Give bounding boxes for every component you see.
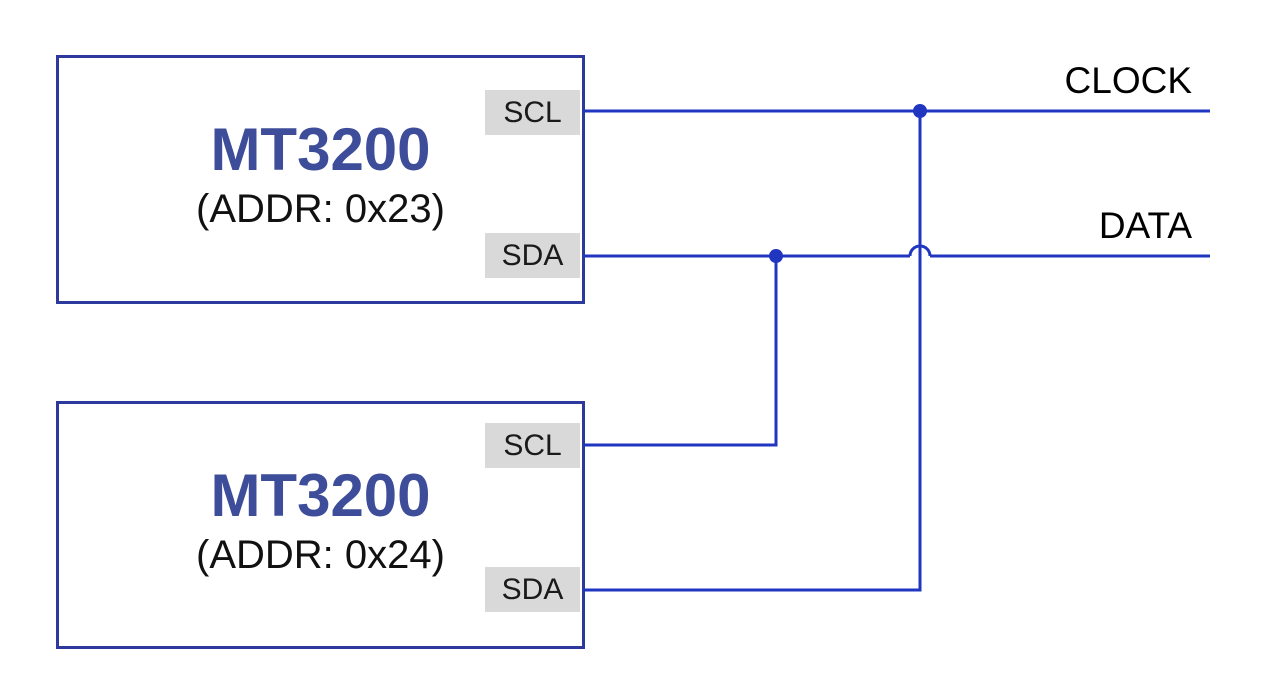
wire-crossover-hop	[908, 244, 932, 257]
device-1-name: MT3200	[210, 116, 431, 183]
data-bus-label: DATA	[1098, 205, 1192, 246]
device-2-text-block: MT3200 (ADDR: 0x24)	[196, 464, 445, 577]
junction-dot-clock	[913, 104, 927, 118]
device-1-address: (ADDR: 0x23)	[196, 187, 445, 231]
device-2-name: MT3200	[210, 461, 431, 529]
device-1-pin-sda: SDA	[485, 233, 580, 278]
clock-bus-label: CLOCK	[1064, 60, 1192, 101]
wire-device2-scl-branch	[584, 256, 778, 447]
junction-dot-data	[769, 249, 783, 263]
device-2-address: (ADDR: 0x24)	[196, 532, 445, 577]
device-2-pin-scl: SCL	[485, 423, 580, 468]
device-2-pin-sda: SDA	[485, 567, 580, 612]
wire-device2-sda-branch	[584, 111, 922, 592]
device-1-pin-scl: SCL	[485, 90, 580, 135]
device-1-text-block: MT3200 (ADDR: 0x23)	[196, 118, 445, 231]
